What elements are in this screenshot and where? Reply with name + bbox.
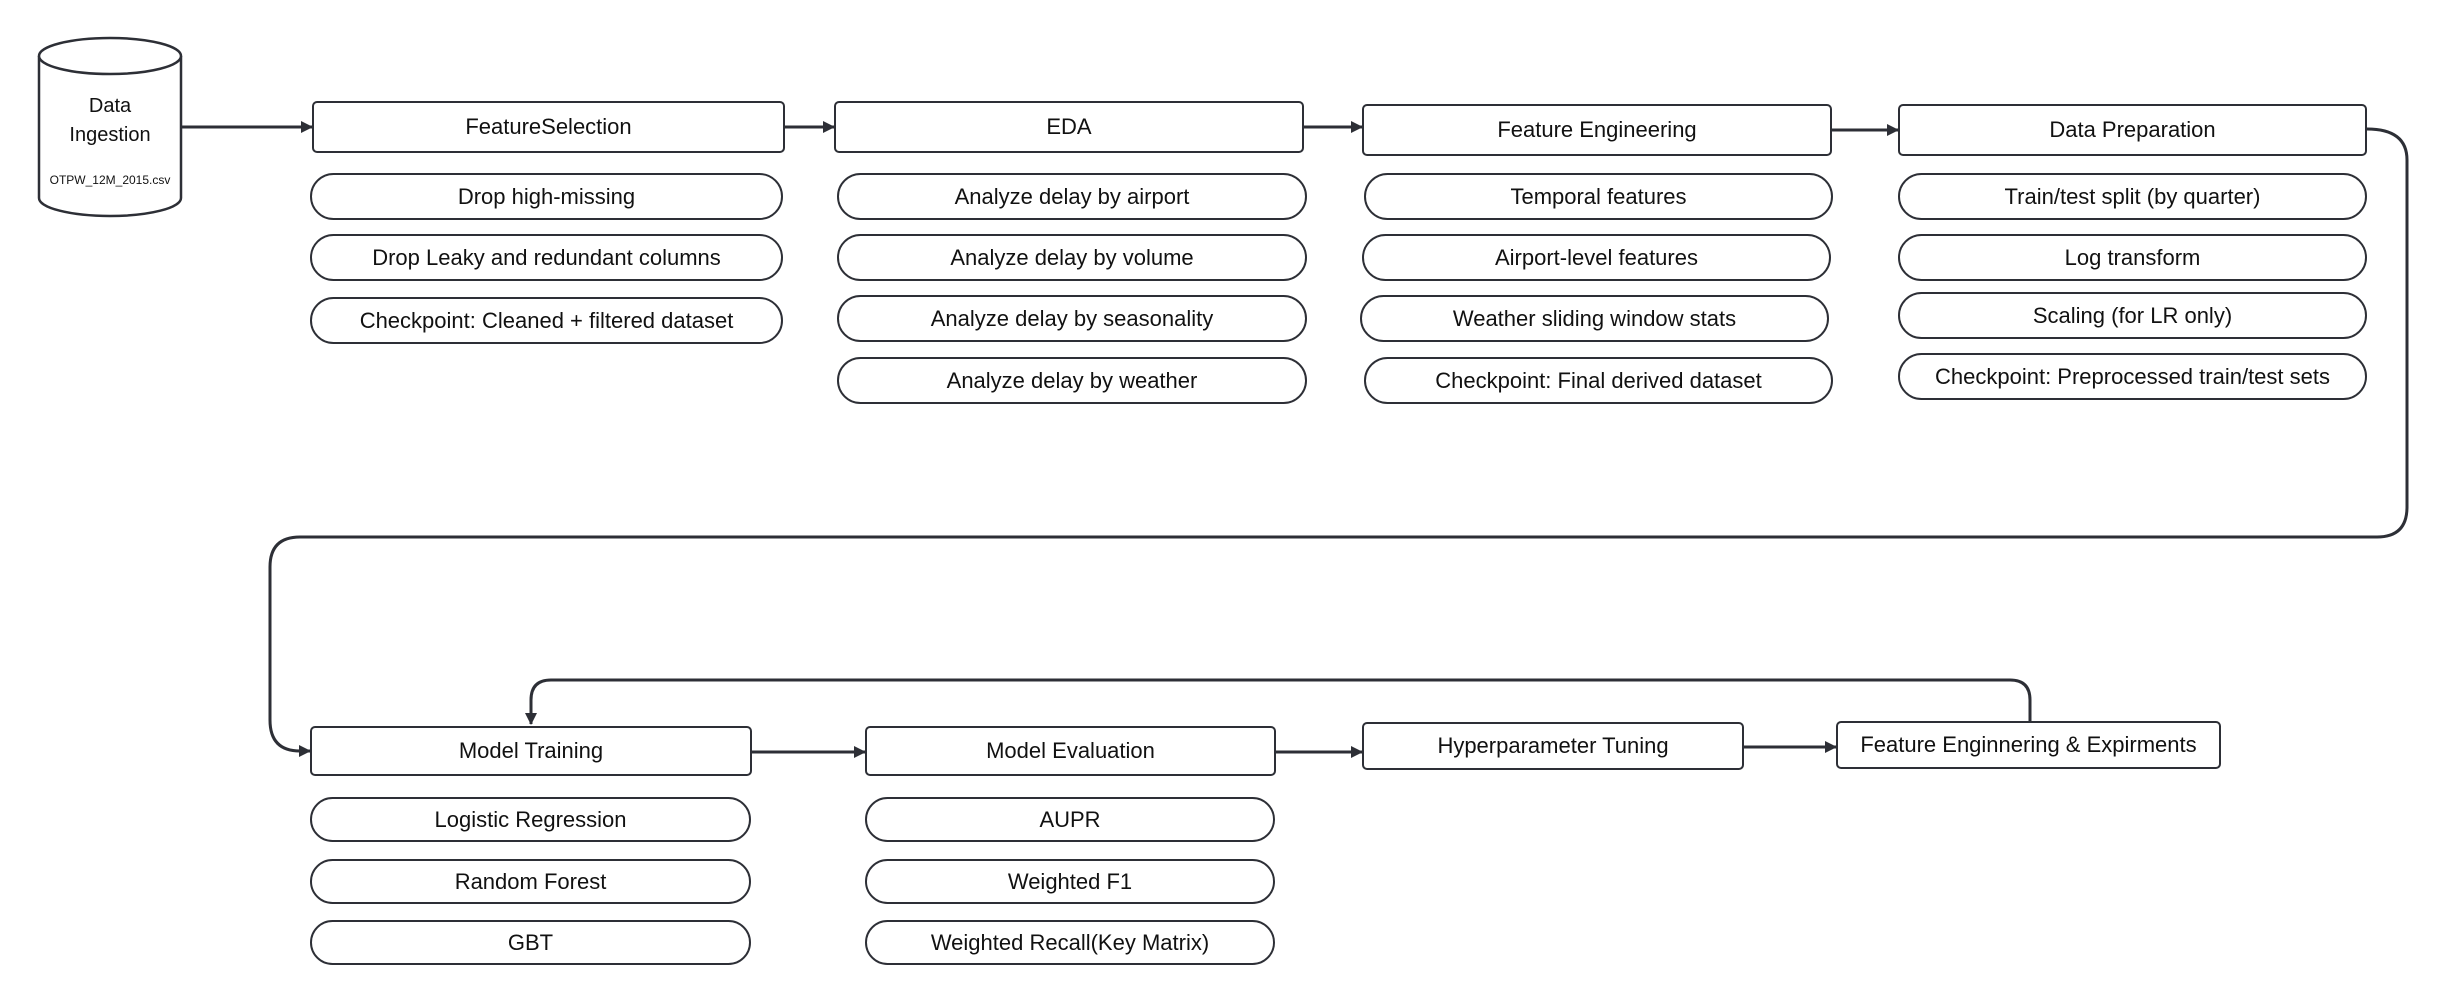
eda-step: Analyze delay by seasonality xyxy=(837,295,1307,342)
data-preparation-step: Log transform xyxy=(1898,234,2367,281)
data-preparation-checkpoint: Checkpoint: Preprocessed train/test sets xyxy=(1898,353,2367,400)
model-evaluation-metric: AUPR xyxy=(865,797,1275,842)
data-ingestion-label: Data Ingestion xyxy=(69,95,151,146)
database-cylinder-icon xyxy=(37,36,183,218)
stage-data-preparation: Data Preparation xyxy=(1898,104,2367,156)
feature-engineering-step: Temporal features xyxy=(1364,173,1833,220)
eda-step: Analyze delay by volume xyxy=(837,234,1307,281)
stage-eda: EDA xyxy=(834,101,1304,153)
feature-engineering-step: Weather sliding window stats xyxy=(1360,295,1829,342)
arrow-feedback-loop-to-model-training xyxy=(525,678,2032,725)
stage-feature-engineering-experiments: Feature Enginnering & Expirments xyxy=(1836,721,2221,769)
model-training-algorithm: Random Forest xyxy=(310,859,751,904)
arrow-data-preparation-to-model-training xyxy=(268,127,2409,757)
feature-selection-step: Drop Leaky and redundant columns xyxy=(310,234,783,281)
model-evaluation-metric: Weighted F1 xyxy=(865,859,1275,904)
data-source-filename: OTPW_12M_2015.csv xyxy=(49,173,171,187)
model-training-algorithm: GBT xyxy=(310,920,751,965)
eda-step: Analyze delay by weather xyxy=(837,357,1307,404)
model-training-algorithm: Logistic Regression xyxy=(310,797,751,842)
eda-step: Analyze delay by airport xyxy=(837,173,1307,220)
feature-selection-step: Drop high-missing xyxy=(310,173,783,220)
feature-selection-checkpoint: Checkpoint: Cleaned + filtered dataset xyxy=(310,297,783,344)
stage-feature-selection: FeatureSelection xyxy=(312,101,785,153)
feature-engineering-checkpoint: Checkpoint: Final derived dataset xyxy=(1364,357,1833,404)
stage-model-training: Model Training xyxy=(310,726,752,776)
data-preparation-step: Scaling (for LR only) xyxy=(1898,292,2367,339)
feature-engineering-step: Airport-level features xyxy=(1362,234,1831,281)
stage-model-evaluation: Model Evaluation xyxy=(865,726,1276,776)
stage-feature-engineering: Feature Engineering xyxy=(1362,104,1832,156)
model-evaluation-metric: Weighted Recall(Key Matrix) xyxy=(865,920,1275,965)
data-preparation-step: Train/test split (by quarter) xyxy=(1898,173,2367,220)
stage-hyperparameter-tuning: Hyperparameter Tuning xyxy=(1362,722,1744,770)
